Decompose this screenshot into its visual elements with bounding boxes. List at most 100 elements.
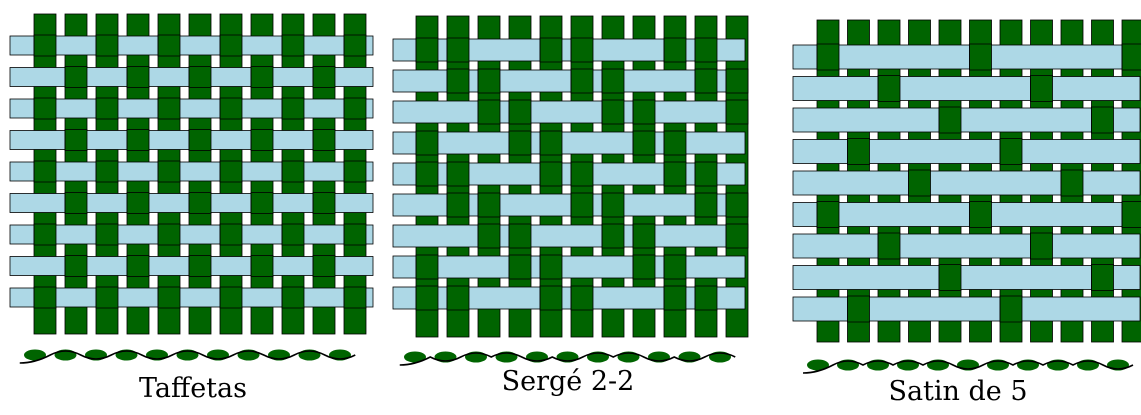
weft-thread bbox=[393, 39, 745, 61]
warp-crossing bbox=[1000, 296, 1022, 322]
weft-thread bbox=[10, 225, 373, 244]
warp-crossing bbox=[1092, 265, 1114, 291]
warp-crossing bbox=[189, 193, 211, 214]
warp-crossing bbox=[509, 255, 531, 279]
warp-crossing bbox=[158, 161, 180, 182]
warp-crossing bbox=[220, 287, 242, 308]
warp-crossing bbox=[878, 76, 900, 102]
warp-crossing bbox=[970, 202, 992, 228]
warp-crossing bbox=[65, 193, 87, 214]
warp-crossing bbox=[189, 67, 211, 88]
warp-crossing bbox=[633, 100, 655, 124]
warp-crossing bbox=[96, 98, 118, 119]
warp-crossing bbox=[726, 193, 748, 217]
warp-crossing bbox=[189, 130, 211, 151]
caption-taffetas: Taffetas bbox=[139, 373, 247, 404]
warp-crossing bbox=[633, 131, 655, 155]
warp-crossing bbox=[344, 287, 366, 308]
cross-section bbox=[400, 352, 736, 366]
warp-crossing bbox=[664, 162, 686, 186]
warp-crossing bbox=[602, 224, 624, 248]
warp-crossing bbox=[478, 100, 500, 124]
weft-thread bbox=[10, 162, 373, 181]
warp-crossing bbox=[447, 38, 469, 62]
warp-crossing bbox=[664, 38, 686, 62]
warp-crossing bbox=[970, 44, 992, 70]
weft-thread bbox=[793, 77, 1140, 101]
warp-crossing bbox=[817, 202, 839, 228]
warp-crossing bbox=[344, 98, 366, 119]
warp-crossing bbox=[65, 256, 87, 277]
warp-crossing bbox=[602, 100, 624, 124]
warp-crossing bbox=[695, 162, 717, 186]
weave-panel-1 bbox=[10, 14, 373, 363]
warp-crossing bbox=[540, 286, 562, 310]
warp-crossing bbox=[416, 255, 438, 279]
warp-crossing bbox=[1031, 233, 1053, 259]
warp-crossing bbox=[416, 131, 438, 155]
warp-crossing bbox=[848, 296, 870, 322]
warp-crossing bbox=[571, 69, 593, 93]
warp-crossing bbox=[34, 98, 56, 119]
warp-crossing bbox=[282, 161, 304, 182]
warp-crossing bbox=[478, 224, 500, 248]
warp-crossing bbox=[817, 44, 839, 70]
weft-thread bbox=[393, 225, 745, 247]
weft-thread bbox=[10, 288, 373, 307]
warp-crossing bbox=[127, 67, 149, 88]
warp-crossing bbox=[726, 69, 748, 93]
warp-crossing bbox=[189, 256, 211, 277]
weft-thread bbox=[793, 171, 1140, 195]
cross-section bbox=[803, 360, 1133, 374]
warp-crossing bbox=[344, 35, 366, 56]
warp-crossing bbox=[313, 256, 335, 277]
warp-crossing bbox=[251, 67, 273, 88]
warp-crossing bbox=[251, 256, 273, 277]
warp-crossing bbox=[127, 130, 149, 151]
weft-thread bbox=[393, 132, 745, 154]
warp-crossing bbox=[540, 162, 562, 186]
warp-crossing bbox=[344, 161, 366, 182]
weft-thread bbox=[10, 36, 373, 55]
warp-crossing bbox=[540, 38, 562, 62]
warp-crossing bbox=[416, 38, 438, 62]
warp-crossing bbox=[664, 286, 686, 310]
warp-crossing bbox=[34, 224, 56, 245]
weft-thread bbox=[793, 203, 1140, 227]
warp-crossing bbox=[447, 193, 469, 217]
warp-crossing bbox=[127, 256, 149, 277]
cross-section bbox=[20, 350, 356, 364]
weft-thread bbox=[393, 70, 745, 92]
warp-crossing bbox=[633, 255, 655, 279]
caption-serge: Sergé 2-2 bbox=[502, 366, 635, 397]
weft-thread bbox=[793, 297, 1140, 321]
warp-crossing bbox=[447, 162, 469, 186]
warp-crossing bbox=[220, 35, 242, 56]
warp-crossing bbox=[313, 130, 335, 151]
warp-crossing bbox=[158, 287, 180, 308]
warp-crossing bbox=[282, 35, 304, 56]
weft-thread bbox=[393, 287, 745, 309]
warp-crossing bbox=[416, 286, 438, 310]
caption-satin: Satin de 5 bbox=[888, 376, 1027, 407]
warp-crossing bbox=[695, 38, 717, 62]
warp-crossing bbox=[571, 162, 593, 186]
warp-crossing bbox=[282, 98, 304, 119]
weave-panel-3 bbox=[793, 20, 1141, 373]
warp-crossing bbox=[34, 287, 56, 308]
warp-crossing bbox=[909, 170, 931, 196]
warp-crossing bbox=[282, 287, 304, 308]
warp-crossing bbox=[726, 100, 748, 124]
warp-crossing bbox=[571, 193, 593, 217]
warp-crossing bbox=[478, 193, 500, 217]
warp-crossing bbox=[509, 224, 531, 248]
warp-crossing bbox=[65, 130, 87, 151]
warp-crossing bbox=[602, 69, 624, 93]
warp-crossing bbox=[664, 255, 686, 279]
warp-crossing bbox=[127, 193, 149, 214]
warp-crossing bbox=[695, 193, 717, 217]
warp-crossing bbox=[633, 224, 655, 248]
weft-thread bbox=[393, 101, 745, 123]
warp-crossing bbox=[664, 131, 686, 155]
